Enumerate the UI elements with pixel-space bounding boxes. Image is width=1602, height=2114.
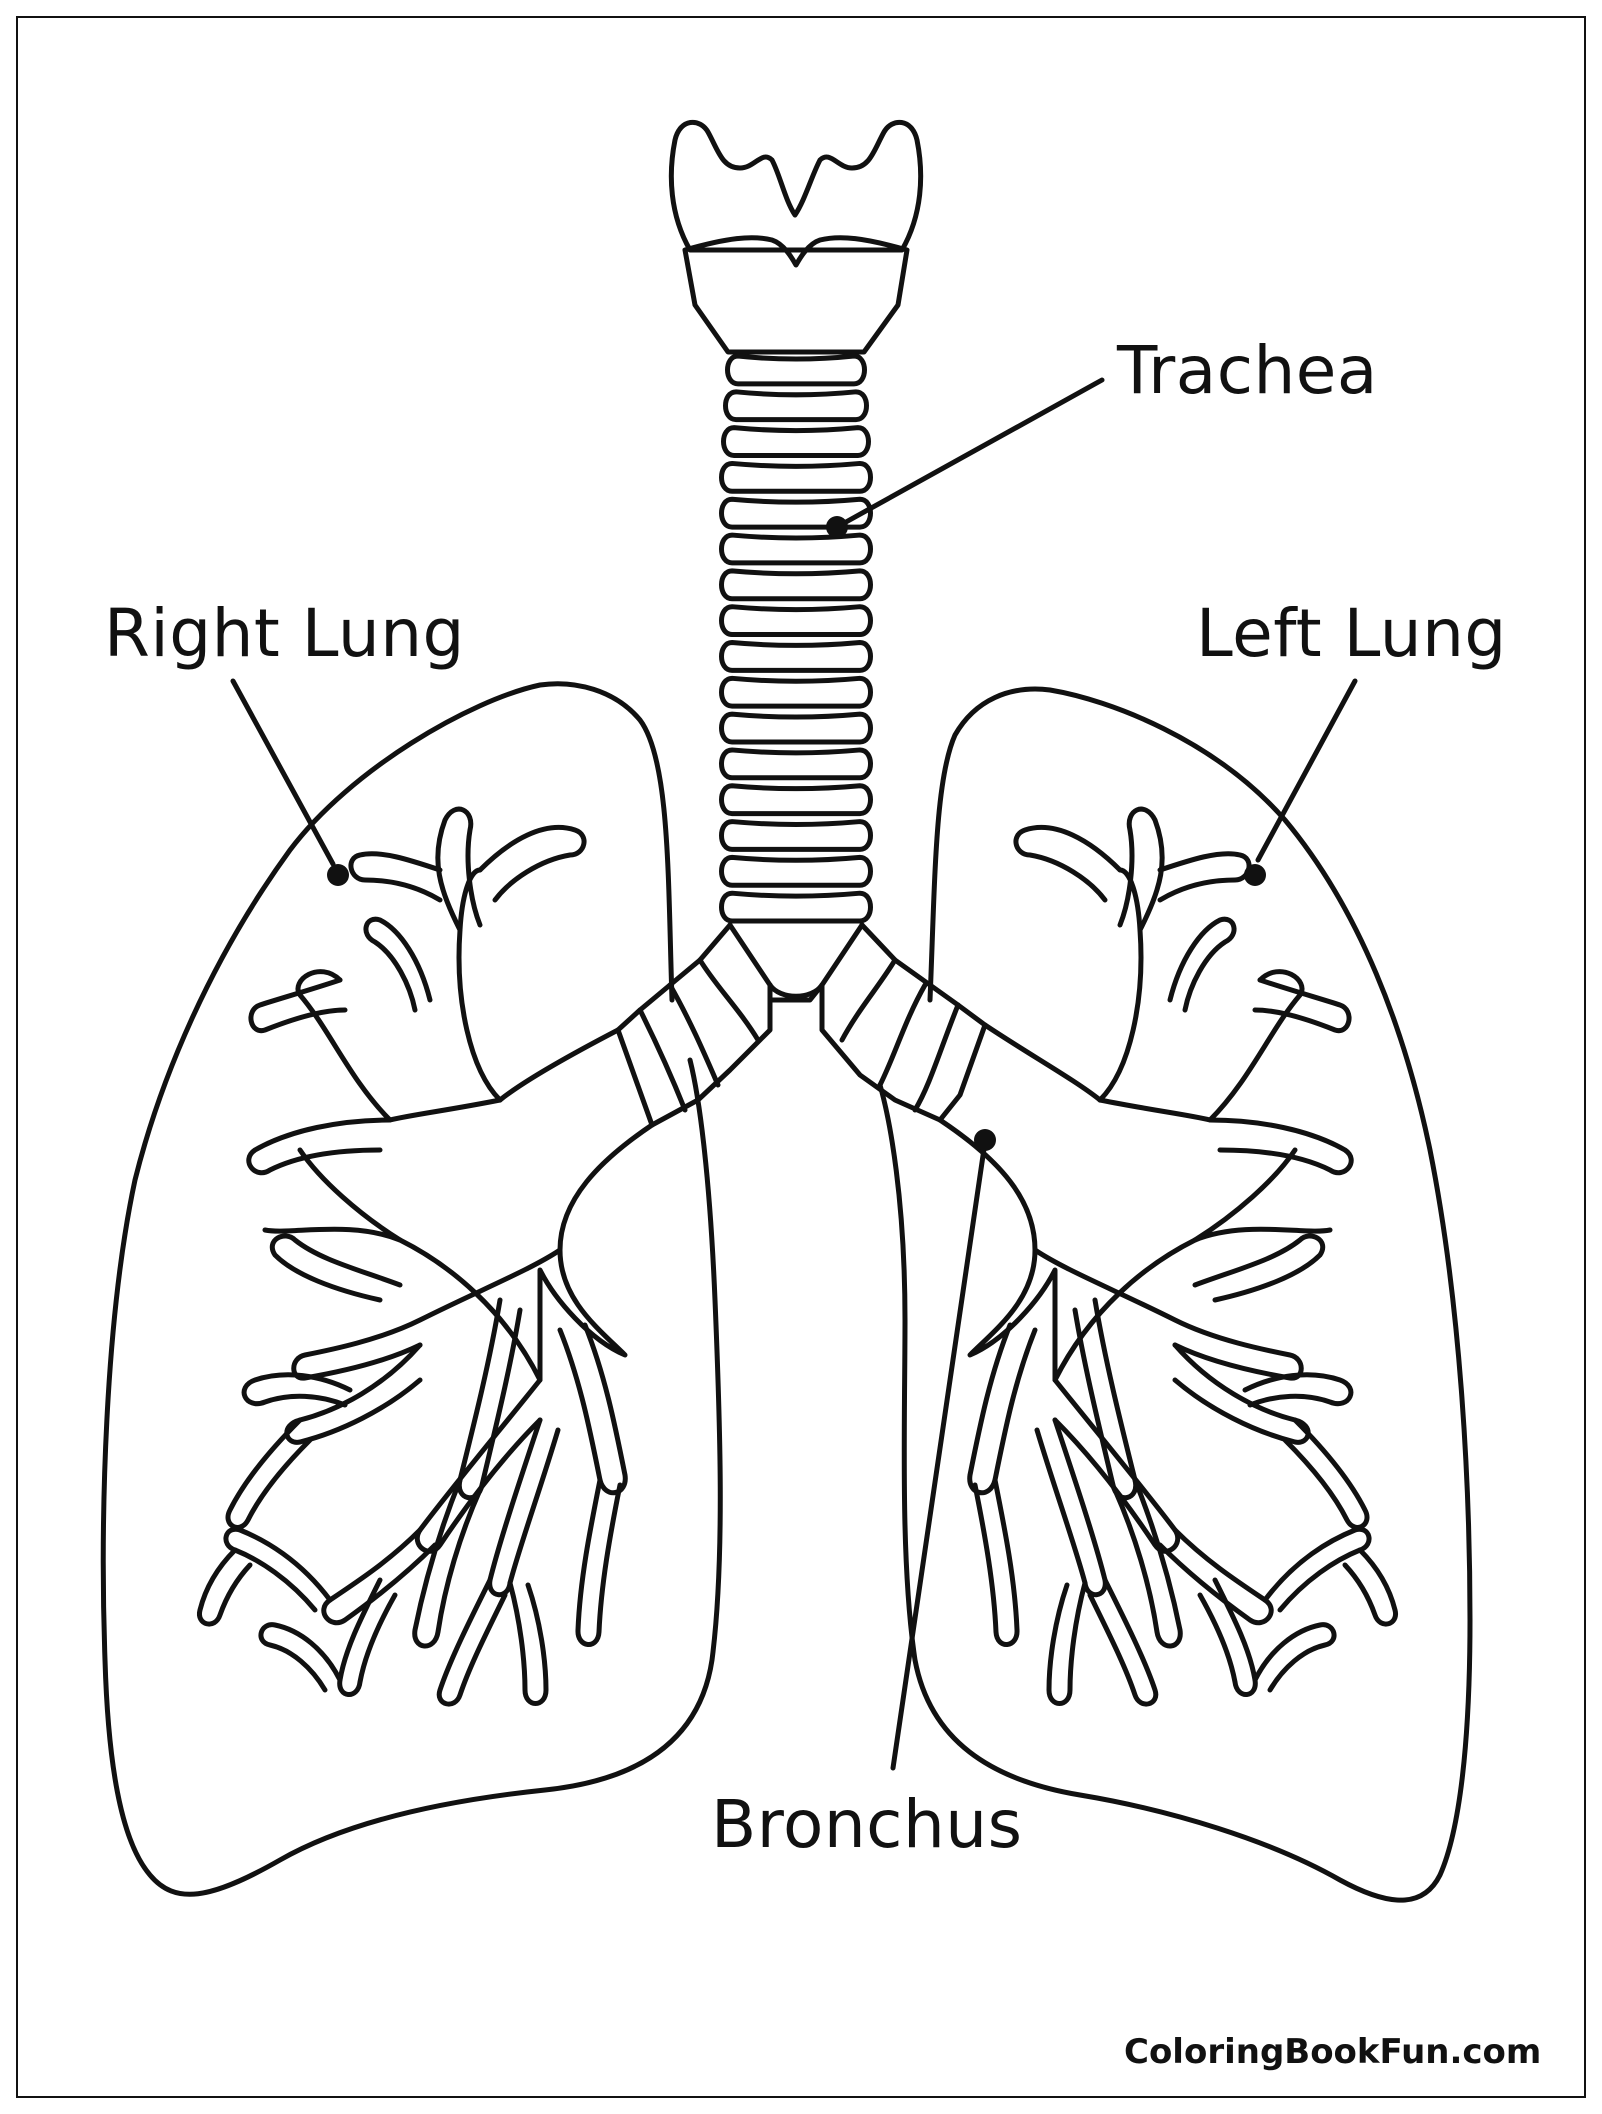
- left-lung-label: Left Lung: [1196, 595, 1507, 672]
- larynx: [668, 120, 924, 355]
- trachea-rings: [719, 353, 873, 924]
- bronchus-leader: [890, 1139, 988, 1771]
- trachea-ring: [719, 640, 873, 673]
- right-lung-label: Right Lung: [104, 595, 465, 672]
- left-lung-outline: [877, 686, 1473, 1903]
- trachea-ring: [719, 460, 873, 494]
- trachea-ring: [725, 353, 867, 387]
- trachea-ring: [719, 568, 873, 602]
- left-lung-leader: [1255, 678, 1358, 863]
- trachea-ring: [719, 496, 873, 530]
- leader-lines: [230, 377, 1358, 1771]
- trachea-ring: [723, 389, 869, 423]
- trachea-ring: [719, 747, 873, 781]
- trachea-ring: [719, 532, 873, 566]
- right-lung-leader: [230, 678, 336, 867]
- trachea-ring: [719, 890, 873, 924]
- left-bronchial-tree: [937, 806, 1398, 1707]
- trachea-ring: [719, 854, 873, 888]
- trachea-ring: [719, 783, 873, 817]
- right-lung-dot: [327, 864, 349, 886]
- trachea-leader: [834, 377, 1105, 530]
- bronchus-label: Bronchus: [711, 1786, 1023, 1863]
- trachea-label: Trachea: [1117, 332, 1378, 409]
- leader-dots: [327, 516, 1266, 1151]
- left-lung-dot: [1244, 864, 1266, 886]
- trachea-dot: [826, 516, 848, 538]
- trachea-ring: [719, 604, 873, 637]
- trachea-ring: [721, 425, 871, 458]
- trachea-ring: [719, 819, 873, 852]
- trachea-ring: [719, 675, 873, 709]
- carina: [727, 922, 865, 1003]
- page-border: [16, 16, 1586, 2098]
- site-watermark: ColoringBookFun.com: [1124, 2032, 1542, 2072]
- left-main-bronchus: [819, 922, 988, 1123]
- right-bronchial-tree: [197, 806, 655, 1707]
- bronchus-dot: [974, 1129, 996, 1151]
- trachea-ring: [719, 711, 873, 745]
- right-lung-outline: [100, 681, 723, 1897]
